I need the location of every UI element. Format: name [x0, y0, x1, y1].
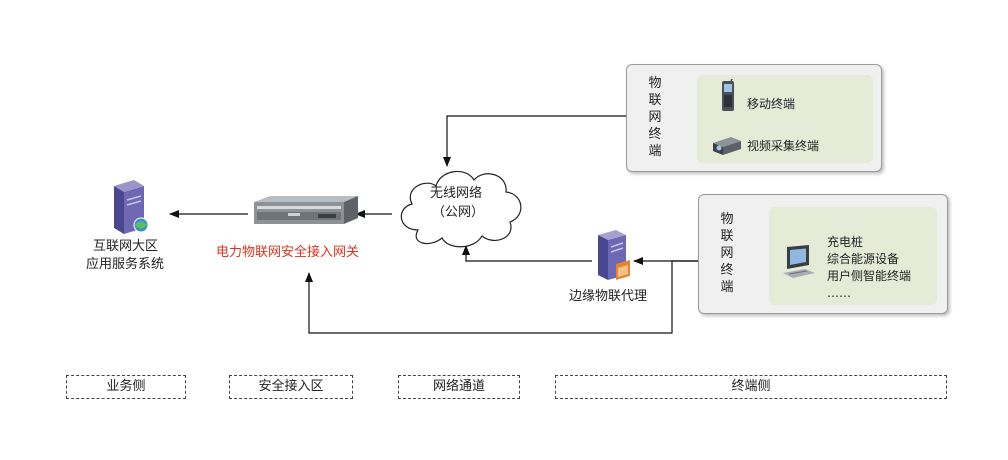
panel1-item-2: 视频采集终端: [747, 139, 820, 153]
cloud-icon: [400, 170, 522, 248]
edge-proxy-label: 边缘物联代理: [569, 289, 648, 304]
panel2-title: 物联网终端: [720, 212, 734, 295]
edge-proxy-server-icon: [598, 230, 630, 280]
system-label-line2: 应用服务系统: [86, 257, 165, 272]
panel2-item-1: 充电桩: [827, 235, 864, 249]
video-camera-icon: [713, 137, 741, 155]
panel2-item-4: ……: [827, 286, 851, 300]
arrow-proxy-to-cloud: [462, 245, 592, 262]
mobile-phone-icon: [722, 79, 734, 111]
panel1-title: 物联网终端: [648, 76, 662, 159]
arrow-panel1-to-cloud: [443, 115, 626, 167]
gateway-device-icon: [254, 196, 358, 224]
wireless-label-line1: 无线网络: [430, 186, 483, 201]
gateway-label: 电力物联网安全接入网关: [216, 245, 360, 260]
terminal-panel-2: 物联网终端 充电桩 综合能源设备 用户侧智能终端 ……: [698, 194, 948, 314]
wireless-label-line2: （公网）: [432, 205, 485, 220]
arrow-panel2-to-gateway: [305, 260, 698, 334]
system-label-line1: 互联网大区: [93, 239, 159, 254]
zone-secure-access: 安全接入区: [229, 375, 353, 399]
zone-network-channel: 网络通道: [398, 375, 520, 399]
panel2-item-2: 综合能源设备: [827, 252, 900, 266]
panel1-item-1: 移动终端: [747, 97, 796, 111]
zone-business-side: 业务侧: [66, 375, 186, 399]
zone-terminal-side: 终端侧: [555, 375, 947, 399]
computer-terminal-icon: [783, 245, 815, 278]
panel2-item-3: 用户侧智能终端: [827, 269, 912, 283]
server-icon: [114, 180, 149, 234]
terminal-panel-1: 物联网终端 移动终端 视频采集终端: [626, 64, 882, 172]
